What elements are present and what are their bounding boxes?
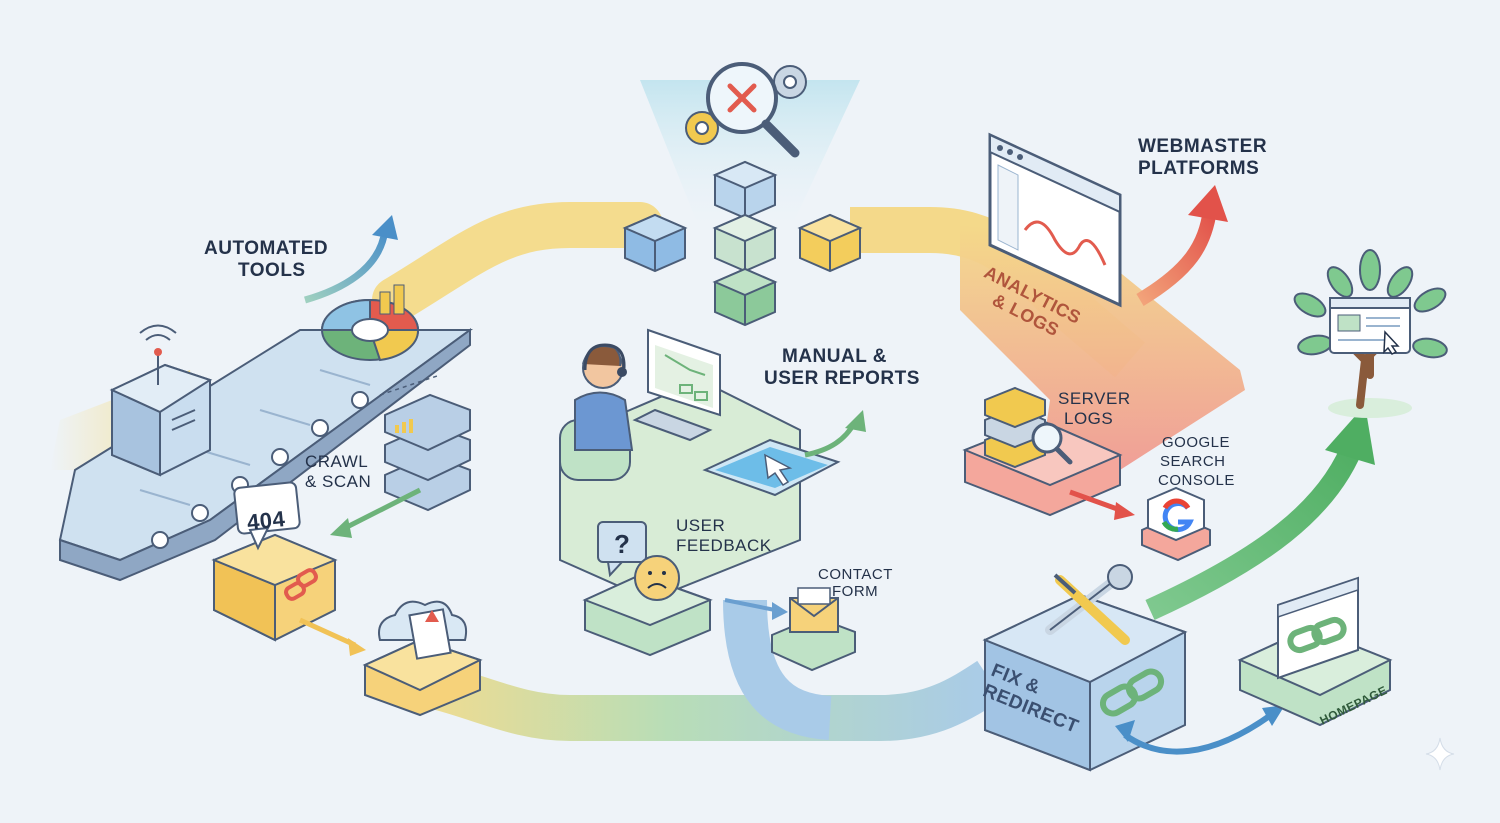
homepage-box	[1237, 576, 1393, 727]
envelope-icon	[771, 587, 856, 672]
gsc-arrow-head	[1114, 502, 1135, 520]
crawl-scan-label: CRAWL & SCAN	[305, 452, 371, 491]
gear-icon	[773, 65, 807, 99]
analytics-slab	[960, 225, 1245, 470]
crawl-scan-line1: CRAWL	[305, 452, 369, 471]
conveyor-belt	[58, 328, 474, 582]
user-feedback-line2: FEEDBACK	[676, 535, 772, 555]
automated-tools-line1: AUTOMATED	[204, 238, 329, 259]
gsc-line1: GOOGLE	[1162, 434, 1231, 451]
contact-arrow-head	[772, 602, 788, 620]
crawl-arrow-head	[330, 518, 352, 538]
pie-chart-icon	[320, 284, 420, 362]
error-404-icon	[211, 481, 338, 642]
magnifier-error-icon	[706, 62, 800, 158]
user-feedback-label: USER FEEDBACK	[676, 516, 772, 555]
tree-website-icon	[1293, 249, 1448, 418]
sad-face-icon	[634, 555, 680, 601]
contact-form-line2: FORM	[832, 583, 879, 601]
broken-link-icon	[284, 568, 318, 601]
success-arrow-icon	[1145, 436, 1366, 621]
flow-arrow-404-head	[348, 638, 366, 656]
automated-arrow-head	[372, 215, 398, 240]
question-bubble-icon: ?	[597, 521, 647, 578]
webmaster-arrow-head	[1188, 185, 1228, 222]
server-logs-line1: SERVER	[1058, 389, 1131, 408]
user-feedback-line1: USER	[676, 516, 726, 535]
google-g-icon	[1141, 486, 1211, 562]
homepage-arrow-icon	[1123, 709, 1277, 755]
support-agent-icon	[559, 343, 634, 481]
webmaster-arrow-icon	[1136, 208, 1217, 307]
contact-form-line1: CONTACT	[818, 566, 893, 583]
webmaster-line2: PLATFORMS	[1138, 157, 1260, 179]
wrench-screwdriver-icon	[1045, 564, 1133, 645]
feedback-box	[582, 573, 713, 657]
flow-path-bottom	[401, 657, 1003, 741]
gsc-line3: CONSOLE	[1158, 471, 1235, 489]
sparkle-icon	[1425, 737, 1455, 771]
server-logs-line2: LOGS	[1064, 408, 1114, 428]
chain-link-icon	[1099, 668, 1165, 717]
automated-arrow-icon	[304, 229, 389, 304]
contact-arrow-icon	[724, 598, 776, 612]
contact-form-label: CONTACT FORM	[818, 566, 893, 601]
homepage-arrow-head-left	[1115, 720, 1135, 742]
homepage-arrow-head-right	[1262, 705, 1285, 726]
cloud-document-icon	[362, 600, 483, 717]
gsc-arrow-icon	[1069, 489, 1121, 513]
webmaster-line1: WEBMASTER	[1138, 136, 1268, 157]
gear-icon	[685, 111, 719, 145]
gsc-line2: SEARCH	[1160, 452, 1226, 470]
manual-reports-label: MANUAL & USER REPORTS	[764, 346, 920, 390]
server-logs-label: SERVER LOGS	[1058, 389, 1131, 428]
manual-arrow-head	[845, 410, 866, 432]
flow-path-center-loop	[723, 599, 832, 740]
flow-arrow-404	[298, 617, 357, 648]
svg-text:?: ?	[614, 529, 630, 559]
desktop-monitor-icon	[632, 328, 721, 442]
google-search-console-label: GOOGLE SEARCH CONSOLE	[1158, 434, 1235, 490]
manual-reports-line2: USER REPORTS	[764, 367, 920, 389]
data-cubes	[622, 160, 863, 327]
error-code-label: 404	[245, 506, 287, 535]
success-arrow-head	[1325, 405, 1375, 465]
automated-tools-label: AUTOMATED TOOLS	[204, 238, 328, 282]
wifi-antenna-icon	[109, 324, 213, 477]
server-search-icon	[984, 386, 1073, 469]
webmaster-platforms-label: WEBMASTER PLATFORMS	[1138, 136, 1267, 180]
flow-path-top-left	[372, 202, 663, 323]
crawl-scan-line2: & SCAN	[305, 471, 372, 491]
crawl-arrow-icon	[343, 487, 422, 531]
manual-reports-line1: MANUAL &	[782, 346, 887, 367]
browser-chart-icon	[988, 132, 1122, 308]
automated-tools-line2: TOOLS	[238, 259, 306, 281]
